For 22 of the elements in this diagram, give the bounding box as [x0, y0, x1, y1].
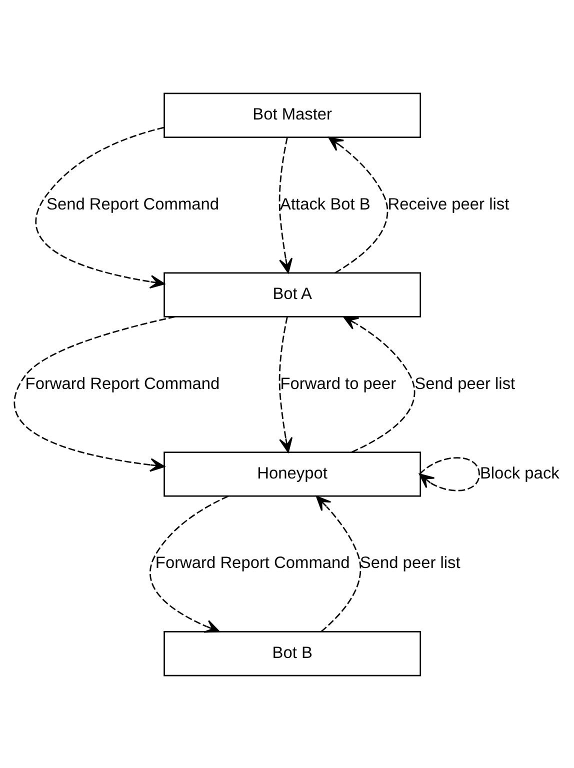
node-box: Bot B: [164, 630, 422, 676]
edge-label: Receive peer list: [388, 194, 510, 213]
edge-label: Send peer list: [414, 374, 516, 392]
node-box: Bot A: [164, 272, 422, 317]
edge-label: Attack Bot B: [280, 194, 370, 213]
arrow: [278, 136, 293, 273]
arrow: [36, 126, 165, 288]
arrow: [343, 316, 416, 452]
arrow: [14, 316, 176, 472]
arrow: [419, 456, 480, 491]
edge-label: Send peer list: [360, 554, 460, 572]
edge-label: Forward Report Command: [25, 374, 220, 392]
edge-label: Send Report Command: [46, 194, 220, 213]
edge-label: Forward Report Command: [155, 554, 350, 572]
arrow: [316, 495, 362, 632]
arrow: [328, 136, 388, 273]
edge-label: Forward to peer: [280, 374, 396, 392]
arrow: [278, 316, 293, 452]
arrow: [150, 495, 228, 632]
node-box: Bot Master: [164, 92, 422, 138]
edge-label: Block pack: [480, 464, 560, 482]
node-box: Honeypot: [164, 451, 422, 496]
